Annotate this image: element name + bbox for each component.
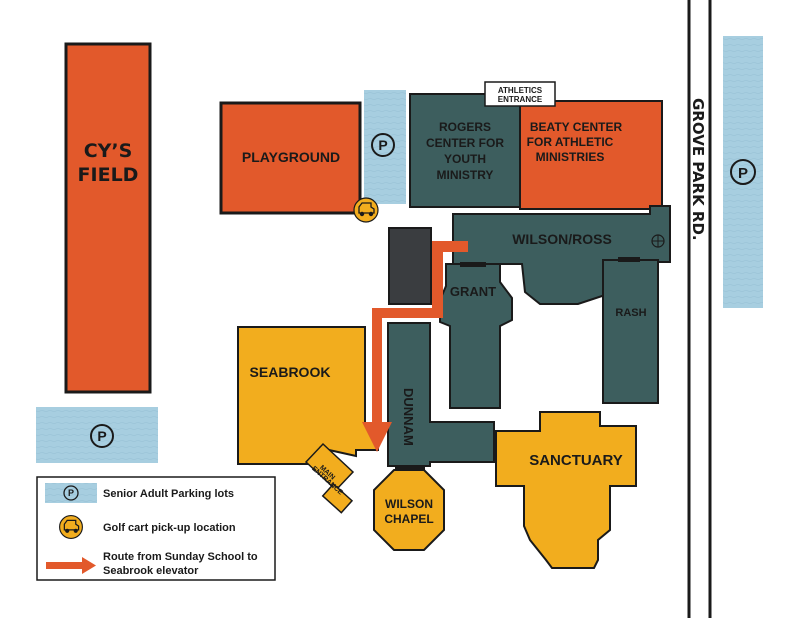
- seabrook[interactable]: SEABROOK: [237, 326, 379, 465]
- compass-icon: [651, 234, 665, 248]
- grant[interactable]: GRANT: [439, 262, 513, 409]
- cys-field-label-1: CY’S: [84, 140, 133, 162]
- beaty-center[interactable]: BEATY CENTER FOR ATHLETIC MINISTRIES: [519, 100, 663, 210]
- main-entrance[interactable]: MAIN ENTRANCE: [304, 442, 355, 514]
- road-label: GROVE PARK RD.: [689, 98, 707, 241]
- parking-symbol: P: [378, 137, 387, 153]
- parking-lot-west[interactable]: P: [36, 407, 158, 463]
- parking-lot-east[interactable]: P: [723, 36, 763, 308]
- playground-label: PLAYGROUND: [242, 149, 340, 165]
- rogers-label-2: CENTER FOR: [426, 136, 504, 150]
- legend-item-parking: P Senior Adult Parking lots: [45, 483, 234, 503]
- grant-entrance: [460, 262, 486, 267]
- dark-building[interactable]: [388, 227, 432, 305]
- seabrook-label: SEABROOK: [250, 364, 331, 380]
- parking-lot-north[interactable]: P: [364, 90, 406, 204]
- route-arrow: [362, 241, 468, 452]
- rogers-label-3: YOUTH: [444, 152, 486, 166]
- parking-icon: [371, 133, 395, 157]
- wilson-chapel-label-2: CHAPEL: [384, 512, 433, 526]
- rogers-label-4: MINISTRY: [437, 168, 494, 182]
- dunnam-label: DUNNAM: [401, 388, 416, 446]
- athletics-entrance[interactable]: ATHLETICS ENTRANCE: [484, 81, 556, 107]
- rash[interactable]: RASH: [602, 257, 659, 404]
- rogers-label-1: ROGERS: [439, 120, 491, 134]
- wilson-ross-label: WILSON/ROSS: [512, 231, 612, 247]
- golf-cart-icon[interactable]: [353, 197, 379, 223]
- rash-entrance: [618, 257, 640, 262]
- cys-field[interactable]: CY’S FIELD: [64, 42, 152, 394]
- legend-label-parking: Senior Adult Parking lots: [103, 488, 234, 500]
- rogers-center[interactable]: ROGERS CENTER FOR YOUTH MINISTRY: [409, 93, 521, 208]
- athletics-entrance-label-2: ENTRANCE: [498, 95, 543, 104]
- legend-item-route: Route from Sunday School to Seabrook ele…: [46, 551, 258, 577]
- cys-field-label-2: FIELD: [78, 164, 139, 186]
- golf-cart-icon: [58, 514, 84, 540]
- parking-symbol: P: [68, 488, 74, 498]
- beaty-label-3: MINISTRIES: [536, 150, 605, 164]
- parking-icon: [90, 424, 114, 448]
- legend: P Senior Adult Parking lots Golf cart pi…: [36, 476, 276, 581]
- grant-label: GRANT: [450, 284, 496, 299]
- wilson-chapel-label-1: WILSON: [385, 497, 433, 511]
- wilson-chapel[interactable]: WILSON CHAPEL: [373, 469, 445, 551]
- legend-item-golf-cart: Golf cart pick-up location: [58, 514, 236, 540]
- athletics-entrance-label-1: ATHLETICS: [498, 86, 543, 95]
- dunnam-entrance: [395, 466, 425, 471]
- dunnam[interactable]: DUNNAM: [387, 322, 495, 471]
- beaty-label-2: FOR ATHLETIC: [527, 135, 614, 149]
- parking-icon: [730, 159, 756, 185]
- sanctuary[interactable]: SANCTUARY: [495, 411, 637, 569]
- legend-label-route-2: Seabrook elevator: [103, 565, 199, 577]
- playground[interactable]: PLAYGROUND: [219, 101, 362, 215]
- parking-symbol: P: [97, 428, 106, 444]
- rash-label: RASH: [615, 307, 646, 319]
- parking-symbol: P: [738, 165, 748, 182]
- sanctuary-label: SANCTUARY: [529, 452, 623, 469]
- parking-icon: [63, 485, 79, 501]
- legend-label-golf-cart: Golf cart pick-up location: [103, 522, 236, 534]
- legend-label-route-1: Route from Sunday School to: [103, 551, 258, 563]
- beaty-label-1: BEATY CENTER: [530, 120, 623, 134]
- route-arrow-icon: [46, 557, 96, 574]
